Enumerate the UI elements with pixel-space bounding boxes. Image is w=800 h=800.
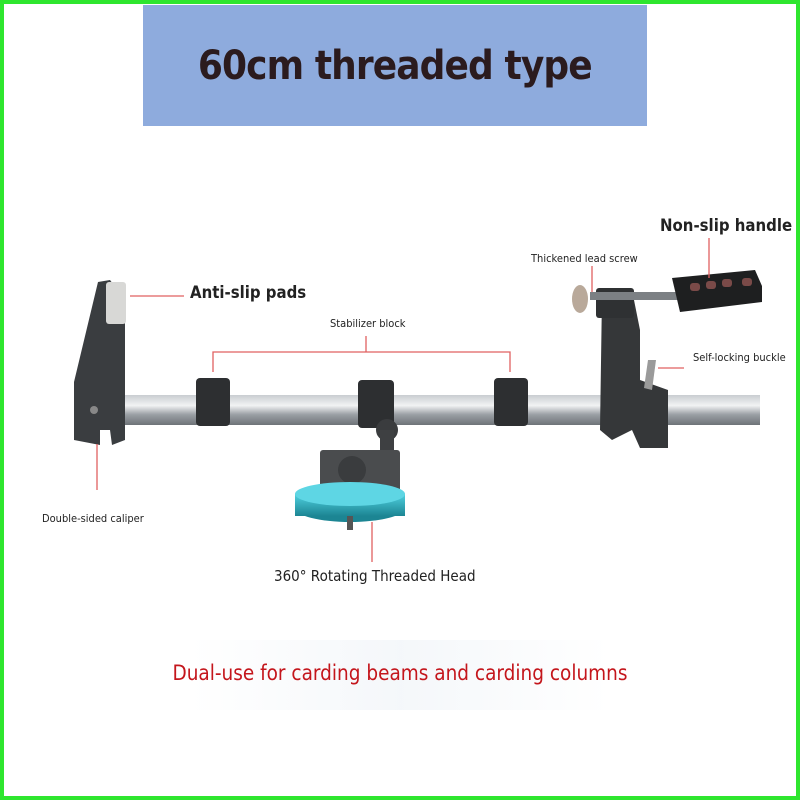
- center-holder: [320, 380, 400, 492]
- label-double-sided-caliper: Double-sided caliper: [42, 512, 144, 525]
- banner-title: 60cm threaded type: [198, 42, 593, 89]
- stabilizer-bracket-line: [212, 336, 511, 372]
- label-lead-screw: Thickened lead screw: [531, 252, 638, 265]
- non-slip-handle: [672, 270, 762, 312]
- footer-fade-background: [190, 640, 610, 710]
- stabilizer-block-left: [196, 378, 230, 426]
- stabilizer-block-right: [494, 378, 528, 426]
- label-self-locking-buckle: Self-locking buckle: [693, 351, 786, 364]
- left-jaw: [74, 280, 126, 445]
- right-jaw: [596, 288, 668, 448]
- label-stabilizer-block: Stabilizer block: [330, 317, 406, 330]
- title-banner: 60cm threaded type: [143, 5, 647, 126]
- label-rotating-head: 360° Rotating Threaded Head: [274, 567, 476, 585]
- footer-caption: Dual-use for carding beams and carding c…: [172, 661, 628, 685]
- label-non-slip-handle: Non-slip handle: [660, 216, 793, 236]
- lead-screw: [572, 285, 680, 313]
- label-anti-slip-pads: Anti-slip pads: [190, 283, 307, 303]
- rotating-threaded-knob: [295, 482, 405, 530]
